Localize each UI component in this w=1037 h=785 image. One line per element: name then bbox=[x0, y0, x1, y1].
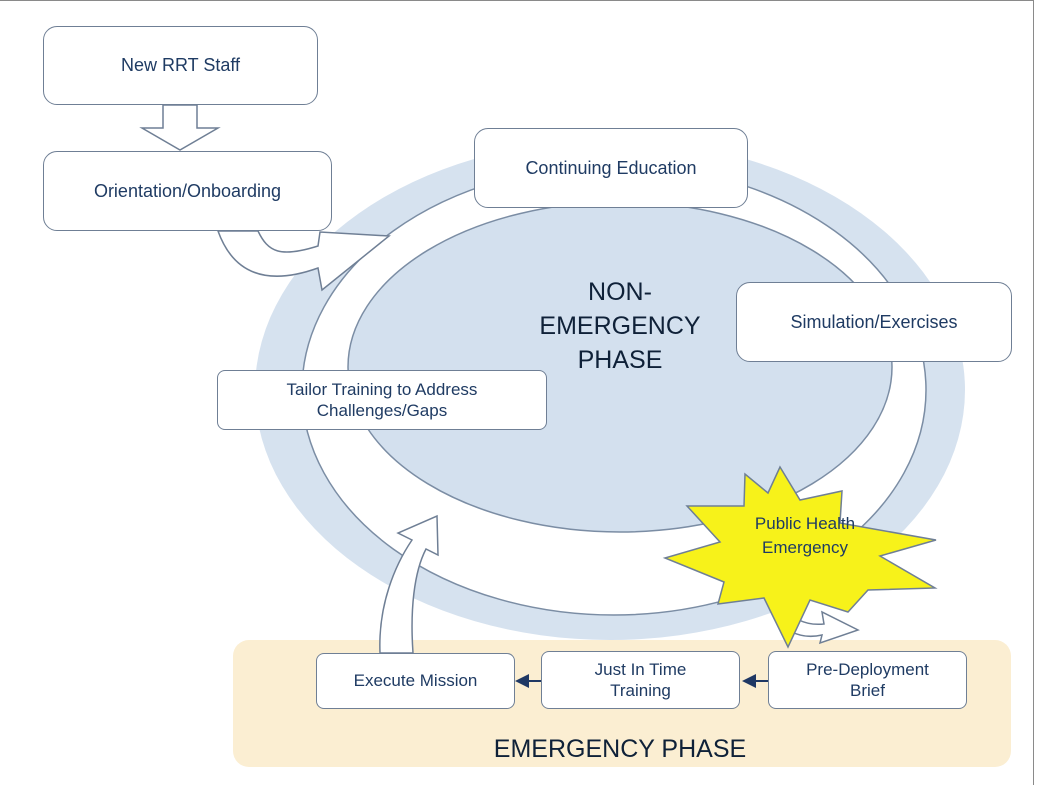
execute-mission-label: Execute Mission bbox=[353, 671, 478, 691]
emergency-phase-text: EMERGENCY PHASE bbox=[493, 735, 747, 763]
orientation-onboarding-box[interactable]: Orientation/Onboarding bbox=[43, 151, 332, 231]
public-health-emergency-label: Public Health Emergency bbox=[715, 512, 895, 560]
non-emergency-line2: EMERGENCY bbox=[539, 311, 701, 340]
small-arrow-jit-to-execute bbox=[515, 674, 541, 688]
just-in-time-label-line1: Just In Time bbox=[594, 659, 687, 679]
pre-deployment-label-line1: Pre-Deployment bbox=[806, 659, 929, 679]
down-arrow bbox=[139, 104, 221, 151]
burst-line2: Emergency bbox=[762, 537, 848, 557]
curved-entry-arrow bbox=[216, 230, 391, 292]
tailor-training-box[interactable]: Tailor Training to Address Challenges/Ga… bbox=[217, 370, 547, 430]
continuing-education-box[interactable]: Continuing Education bbox=[474, 128, 748, 208]
non-emergency-phase-label: NON- EMERGENCY PHASE bbox=[500, 276, 740, 377]
public-health-emergency-burst bbox=[662, 465, 938, 649]
burst-line1: Public Health bbox=[754, 514, 856, 533]
tailor-training-label-line2: Challenges/Gaps bbox=[316, 401, 448, 420]
non-emergency-line1: NON- bbox=[588, 278, 652, 306]
non-emergency-line3: PHASE bbox=[577, 345, 663, 374]
orientation-onboarding-label: Orientation/Onboarding bbox=[93, 180, 282, 201]
new-rrt-staff-box[interactable]: New RRT Staff bbox=[43, 26, 318, 105]
return-arrow bbox=[379, 514, 439, 654]
pre-deployment-brief-box[interactable]: Pre-Deployment Brief bbox=[768, 651, 967, 709]
continuing-education-label: Continuing Education bbox=[525, 157, 697, 178]
pre-deployment-label-line2: Brief bbox=[850, 681, 885, 700]
small-arrow-predeploy-to-jit bbox=[742, 674, 768, 688]
tailor-training-label-line1: Tailor Training to Address bbox=[286, 379, 478, 399]
simulation-exercises-box[interactable]: Simulation/Exercises bbox=[736, 282, 1012, 362]
just-in-time-training-box[interactable]: Just In Time Training bbox=[541, 651, 740, 709]
execute-mission-box[interactable]: Execute Mission bbox=[316, 653, 515, 709]
new-rrt-staff-label: New RRT Staff bbox=[120, 55, 241, 76]
simulation-exercises-label: Simulation/Exercises bbox=[790, 311, 958, 332]
just-in-time-label-line2: Training bbox=[610, 681, 671, 700]
emergency-phase-label: EMERGENCY PHASE bbox=[420, 733, 820, 767]
